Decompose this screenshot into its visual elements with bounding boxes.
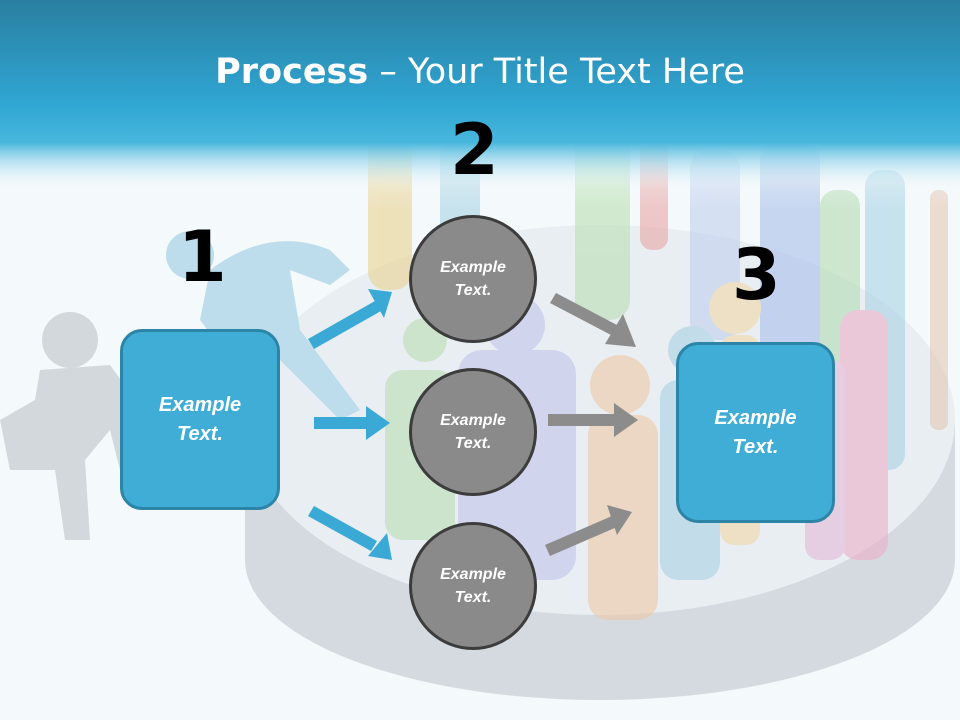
title-bold: Process [215,52,369,92]
circle-2-text-line1: Example [440,412,506,429]
step-1-text-line2: Text. [177,422,223,445]
step-number-1: 1 [178,216,227,298]
header-band [0,0,960,190]
step-number-3: 3 [732,234,781,316]
step-1-text-line1: Example [158,393,242,416]
title-rest: – Your Title Text Here [368,52,745,92]
step-3-text-line2: Text. [732,435,779,458]
step-3-text-line1: Example [714,406,797,429]
slide-title: Process – Your Title Text Here [0,52,960,92]
circle-1-text-line1: Example [440,259,506,276]
circle-2-text-line2: Text. [454,435,492,452]
circle-3-text-line2: Text. [454,589,492,606]
climbing-figures [0,231,360,540]
step-number-2: 2 [450,109,499,191]
circle-3-text-line1: Example [440,566,506,583]
circle-1-text-line2: Text. [454,282,492,299]
